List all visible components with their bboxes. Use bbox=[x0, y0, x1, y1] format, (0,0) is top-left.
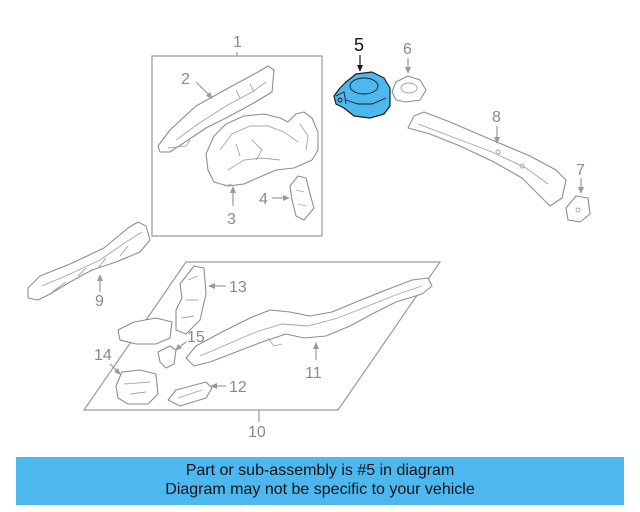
part-7-plate bbox=[565, 178, 591, 223]
part-1-lower-piece bbox=[223, 183, 233, 187]
part-1-wheel-apron bbox=[205, 111, 319, 187]
banner-line-2: Diagram may not be specific to your vehi… bbox=[165, 481, 475, 498]
part-8-cross-member bbox=[407, 111, 567, 207]
callout-15: 15 bbox=[187, 329, 205, 346]
part-14-bracket bbox=[109, 317, 173, 405]
part-5-strut-mount bbox=[333, 55, 391, 119]
callout-3: 3 bbox=[227, 211, 236, 228]
callout-2: 2 bbox=[181, 71, 190, 88]
callout-3-leader bbox=[230, 186, 236, 206]
callout-10: 10 bbox=[248, 424, 266, 441]
callout-11: 11 bbox=[305, 365, 322, 382]
group-box-10 bbox=[82, 261, 442, 422]
info-banner: Part or sub-assembly is #5 in diagram Di… bbox=[16, 457, 624, 505]
part-6-cap bbox=[391, 58, 427, 103]
parts-diagram: 1 2 3 4 5 6 7 8 9 10 11 12 13 14 15 bbox=[27, 34, 591, 441]
callout-12: 12 bbox=[229, 379, 247, 396]
callout-14: 14 bbox=[94, 347, 112, 364]
callout-8: 8 bbox=[492, 109, 501, 126]
part-2-upper-rail bbox=[157, 65, 275, 153]
part-13-bracket bbox=[175, 265, 226, 335]
group-box-1 bbox=[151, 52, 323, 237]
callout-7: 7 bbox=[576, 162, 585, 179]
part-9-side-rail bbox=[27, 221, 151, 301]
part-12-plate bbox=[167, 381, 226, 407]
callout-1: 1 bbox=[233, 34, 242, 51]
part-15-clip bbox=[157, 341, 187, 369]
callout-13: 13 bbox=[229, 279, 247, 296]
part-4-bracket bbox=[272, 175, 315, 221]
callout-6: 6 bbox=[403, 41, 412, 58]
callout-4: 4 bbox=[259, 191, 268, 208]
callout-2-leader bbox=[195, 81, 213, 99]
banner-line-1: Part or sub-assembly is #5 in diagram bbox=[185, 462, 455, 479]
part-11-lower-rail bbox=[185, 277, 433, 367]
callout-9: 9 bbox=[95, 293, 104, 310]
callout-5: 5 bbox=[354, 35, 364, 55]
